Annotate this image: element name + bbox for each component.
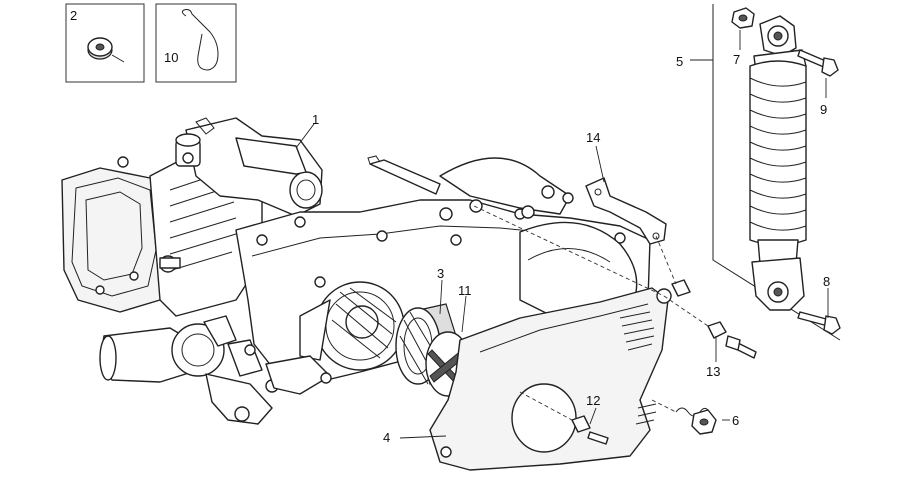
bolt-part-12 <box>571 415 609 445</box>
callout-5: 5 <box>676 54 683 69</box>
wire-clip-drawing <box>181 9 219 71</box>
callout-2: 2 <box>70 8 77 23</box>
callout-11: 11 <box>458 283 472 298</box>
shock-absorber-part-5 <box>712 4 841 341</box>
callout-6: 6 <box>732 413 739 428</box>
nut-part-7 <box>731 7 755 29</box>
bolt-part-9 <box>797 49 839 77</box>
coil-spring <box>749 60 807 246</box>
callout-labels: 1 3 11 4 5 6 7 8 9 12 13 14 <box>312 52 830 445</box>
alignment-lines <box>473 205 709 421</box>
callout-4: 4 <box>383 430 390 445</box>
callout-10: 10 <box>164 50 178 65</box>
side-cover-part-4 <box>429 287 672 471</box>
callout-3: 3 <box>437 266 444 281</box>
callout-14: 14 <box>586 130 600 145</box>
inset-part-2: 2 <box>65 3 145 83</box>
bolt-part-8 <box>797 311 841 335</box>
spring-part-6 <box>675 407 717 435</box>
callout-12: 12 <box>586 393 600 408</box>
callout-7: 7 <box>733 52 740 67</box>
bolt-part-13 <box>671 279 757 359</box>
callout-8: 8 <box>823 274 830 289</box>
bracket-part-14 <box>585 177 667 245</box>
leader-lines <box>295 30 829 439</box>
callout-1: 1 <box>312 112 319 127</box>
inset-part-10: 10 <box>155 3 237 83</box>
rubber-bushing-drawing <box>87 37 125 63</box>
callout-13: 13 <box>706 364 720 379</box>
callout-9: 9 <box>820 102 827 117</box>
